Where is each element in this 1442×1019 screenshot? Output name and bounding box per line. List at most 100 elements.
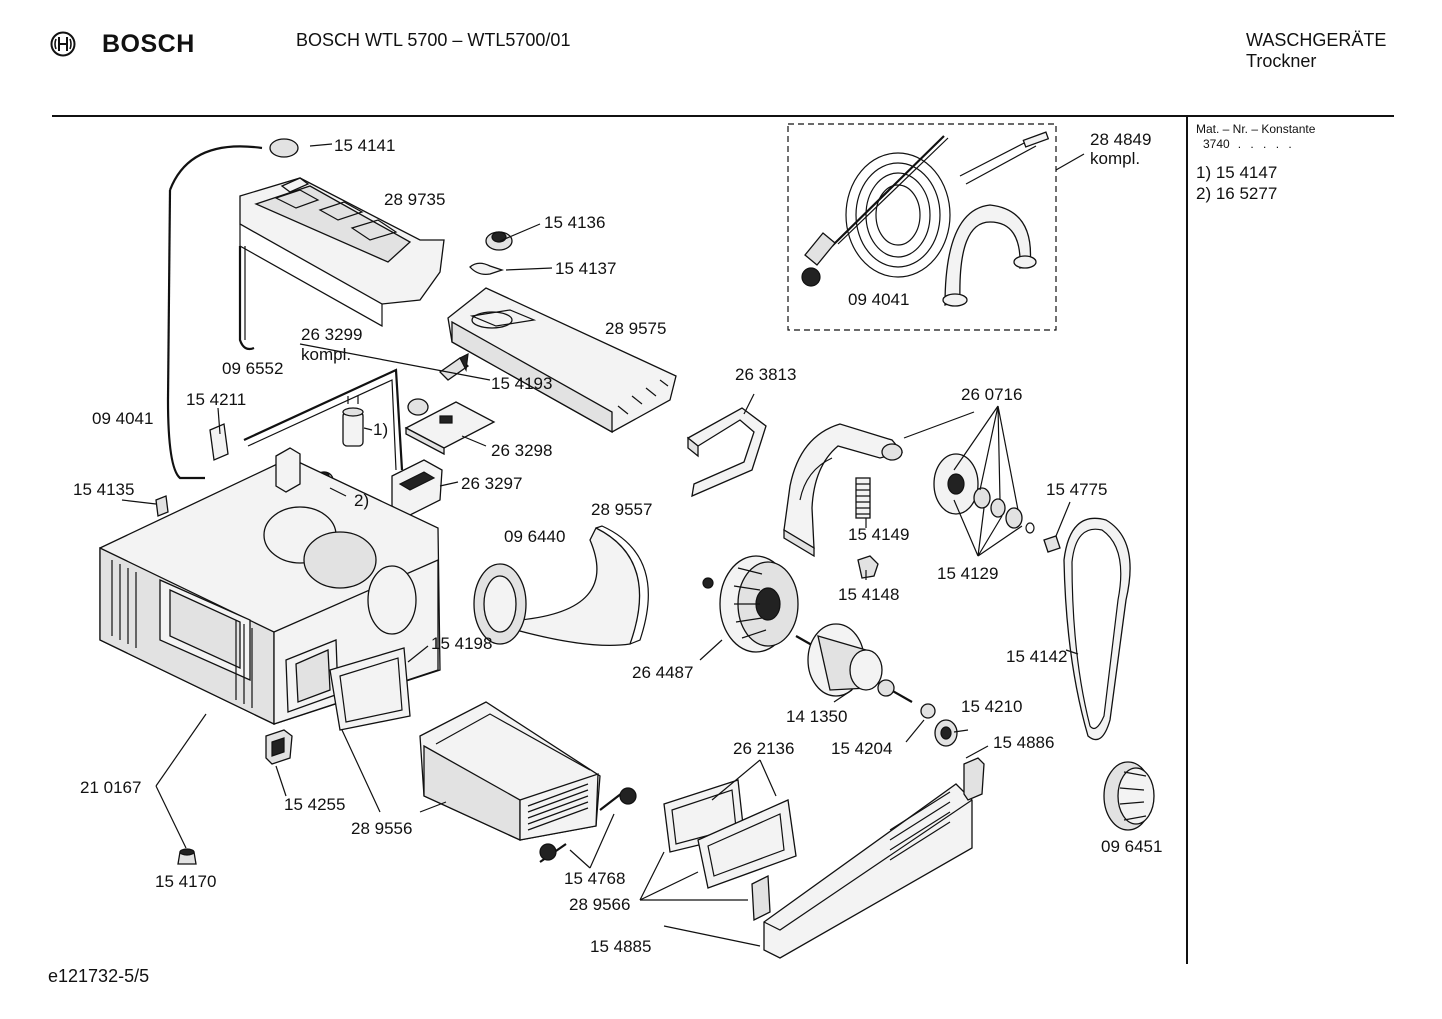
top-cover [447, 287, 677, 434]
small-cover [963, 757, 985, 801]
fluff-filter-frames [663, 779, 797, 889]
connection-hose [243, 352, 470, 471]
tension-arm [783, 423, 904, 558]
part-label: 26 3298 [491, 441, 552, 460]
part-label: 26 0716 [961, 385, 1022, 404]
part-label: 15 4137 [555, 259, 616, 278]
motor [795, 623, 958, 747]
hose-kit-group [787, 123, 1057, 331]
page-header: BOSCH BOSCH WTL 5700 – WTL5700/01 WASCHG… [0, 0, 1442, 116]
hose-connector [804, 232, 836, 266]
brand-name: BOSCH [102, 29, 195, 58]
footnote-list: 1) 15 4147 2) 16 5277 [1196, 162, 1392, 204]
part-label: 28 9735 [384, 190, 445, 209]
part-label: 15 4135 [73, 480, 134, 499]
material-constant: 3740 [1203, 137, 1230, 151]
part-label: 15 4148 [838, 585, 899, 604]
category-title: WASCHGERÄTE [1246, 30, 1387, 50]
part-label: kompl. [301, 345, 351, 364]
part-label: 15 4136 [544, 213, 605, 232]
part-label: 09 4041 [92, 409, 153, 428]
small-clip [857, 555, 879, 579]
part-label: 15 4768 [564, 869, 625, 888]
part-label: 15 4142 [1006, 647, 1067, 666]
blower-wheel [702, 555, 799, 653]
part-label: 28 9557 [591, 500, 652, 519]
footnote-2: 2) 16 5277 [1196, 184, 1278, 203]
part-label: 15 4198 [431, 634, 492, 653]
part-label: 15 4193 [491, 374, 552, 393]
part-label: 15 4775 [1046, 480, 1107, 499]
flat-gasket [469, 262, 505, 275]
header-rule [52, 115, 1394, 117]
fan-shroud [515, 525, 649, 646]
part-label: 15 4149 [848, 525, 909, 544]
part-label: 15 4211 [186, 390, 246, 409]
brand-logo: BOSCH [50, 28, 195, 60]
material-number-value: 3740 . . . . . [1203, 137, 1392, 151]
footnote-1: 1) 15 4147 [1196, 163, 1278, 182]
part-label: 26 3299 [301, 325, 362, 344]
part-label: 26 3297 [461, 474, 522, 493]
part-label: 26 3813 [735, 365, 796, 384]
part-label: 15 4204 [831, 739, 892, 758]
part-label: 28 9575 [605, 319, 666, 338]
part-label: 15 4885 [590, 937, 651, 956]
filter-seal [329, 647, 411, 731]
part-label: 15 4141 [334, 136, 395, 155]
part-label: 09 6440 [504, 527, 565, 546]
part-label: 21 0167 [80, 778, 141, 797]
service-cover [751, 874, 771, 922]
drive-belt [1063, 517, 1131, 741]
connector-154255 [265, 729, 293, 765]
material-dots: . . . . . [1237, 137, 1295, 151]
part-label: 28 9566 [569, 895, 630, 914]
bosch-armature-icon [50, 31, 76, 57]
coiled-hose [845, 152, 951, 278]
clamps [539, 787, 637, 863]
part-label: 1) [373, 420, 388, 439]
fan-ring [473, 563, 527, 645]
part-labels: 15 4141 28 9735 15 4136 15 4137 28 9575 … [73, 130, 1162, 956]
category-block: WASCHGERÄTE Trockner [1246, 30, 1386, 72]
water-tank-assembly [166, 138, 445, 480]
part-label: 14 1350 [786, 707, 847, 726]
hose-float [269, 138, 299, 158]
material-number-label: Mat. – Nr. – Konstante [1196, 122, 1316, 136]
drawing-code: e121732-5/5 [48, 966, 150, 986]
part-label: kompl. [1090, 149, 1140, 168]
part-label: 15 4170 [155, 872, 216, 891]
tension-spring [855, 477, 871, 519]
hose-bracket [944, 204, 1032, 306]
category-subtitle: Trockner [1246, 51, 1317, 71]
part-label: 28 4849 [1090, 130, 1151, 149]
air-flap [686, 407, 767, 498]
clip-154135 [155, 495, 169, 517]
pulley-set [933, 453, 1061, 553]
part-label: 15 4129 [937, 564, 998, 583]
drain-hose [168, 145, 263, 191]
model-title: BOSCH WTL 5700 – WTL5700/01 [296, 30, 571, 50]
leader-lines [121, 143, 1085, 947]
kit-dashed-frame [787, 123, 1057, 331]
part-label: 2) [354, 491, 369, 510]
part-label: 28 9556 [351, 819, 412, 838]
cable-ties [959, 139, 1037, 185]
part-label: 26 4487 [632, 663, 693, 682]
pcb-module [404, 401, 496, 456]
part-label: 15 4886 [993, 733, 1054, 752]
door-switch [391, 459, 443, 517]
foot [177, 848, 197, 865]
sidebar-rule [1186, 116, 1188, 964]
part-label: 15 4210 [961, 697, 1022, 716]
material-sidebar: Mat. – Nr. – Konstante 3740 . . . . . 1) … [1196, 120, 1392, 204]
part-label: 09 4041 [848, 290, 909, 309]
capacitor [342, 396, 364, 447]
condenser [419, 701, 601, 842]
pulley-bolt [1043, 535, 1061, 553]
front-plinth [763, 783, 973, 959]
hose-clip [209, 423, 229, 461]
part-label: 09 6451 [1101, 837, 1162, 856]
part-label: 26 2136 [733, 739, 794, 758]
